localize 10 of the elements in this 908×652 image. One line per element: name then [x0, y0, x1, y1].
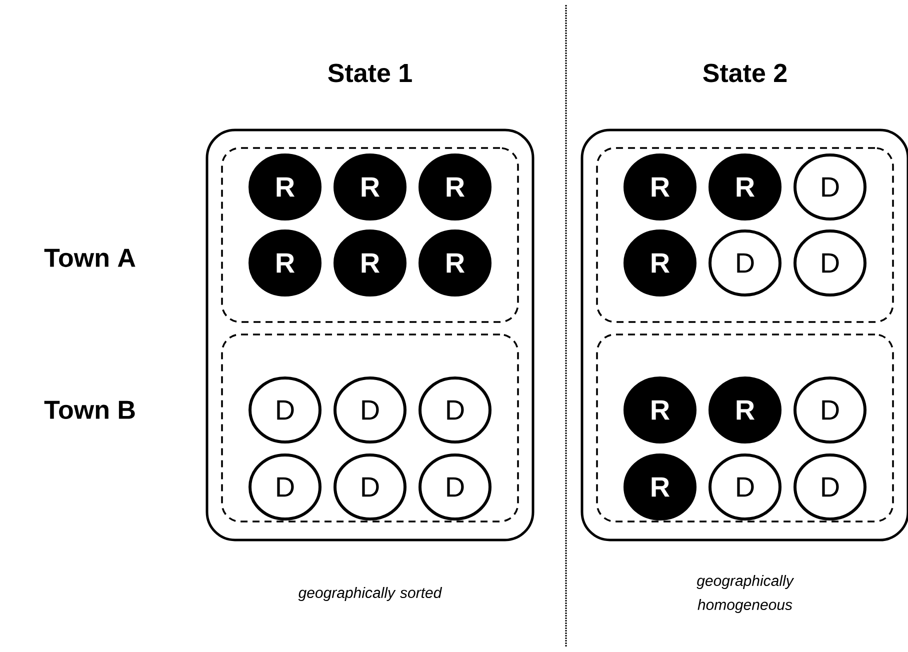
state-heading: State 2: [703, 64, 787, 82]
town-label: Town B: [44, 400, 135, 420]
caption-text: geographically homogeneous: [696, 575, 794, 613]
town-box: [596, 147, 894, 323]
town-box: [221, 334, 519, 522]
town-box: [221, 147, 519, 323]
town-label: Town A: [44, 248, 136, 268]
state-heading: State 1: [328, 64, 412, 82]
caption-text: geographically sorted: [298, 587, 442, 601]
town-box: [596, 334, 894, 522]
